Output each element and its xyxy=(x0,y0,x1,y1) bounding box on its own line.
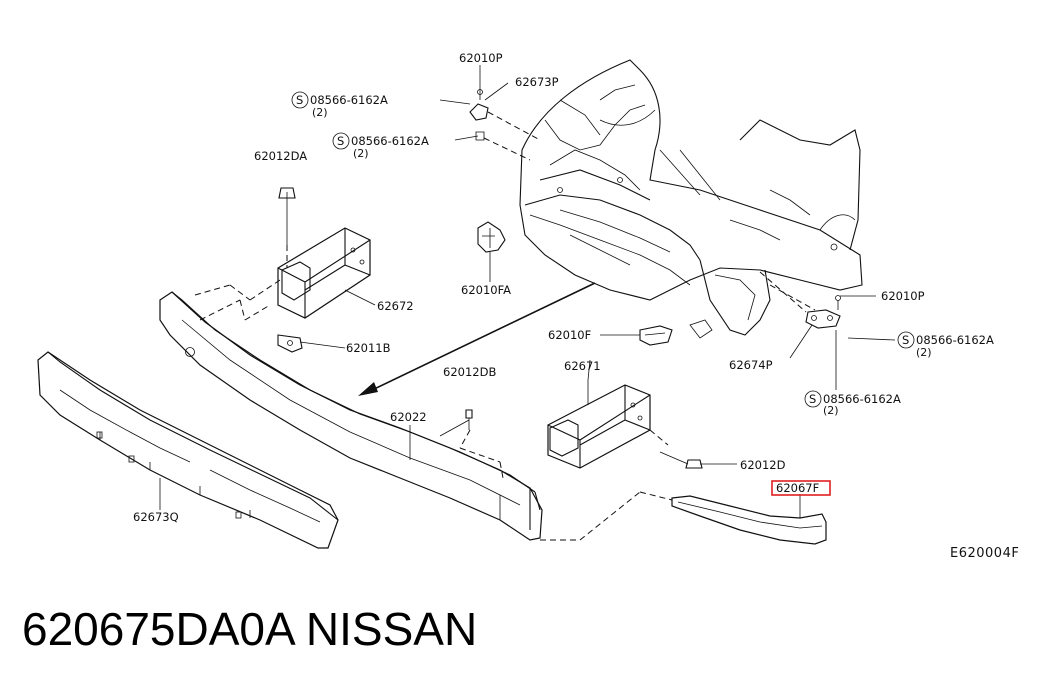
label-62012da: 62012DA xyxy=(254,149,307,163)
label-s-4: S xyxy=(809,392,816,406)
label-62010fa: 62010FA xyxy=(461,283,511,297)
label-62012d: 62012D xyxy=(740,458,786,472)
highlight-box xyxy=(771,480,831,496)
spoiler-62067f xyxy=(540,491,827,545)
label-08566-3: 08566-6162A xyxy=(916,333,994,347)
s-circle-icon xyxy=(291,91,309,109)
stay-62672 xyxy=(277,187,371,353)
energy-absorber-62673q xyxy=(37,351,339,549)
bumper-reinforcement-62022 xyxy=(159,279,543,541)
qty-2: (2) xyxy=(353,147,369,160)
diagram-code: E620004F xyxy=(950,546,1019,561)
label-s-2: S xyxy=(337,134,344,148)
bracket-62673p xyxy=(439,65,541,161)
label-62672: 62672 xyxy=(377,299,414,313)
stay-62671 xyxy=(547,380,703,469)
label-62671: 62671 xyxy=(564,359,601,373)
part-number-title: 620675DA0A NISSAN xyxy=(22,603,477,655)
bracket-62010fa xyxy=(477,221,506,282)
label-08566-4: 08566-6162A xyxy=(823,392,901,406)
label-s-1: S xyxy=(296,93,303,107)
label-08566-2: 08566-6162A xyxy=(351,134,429,148)
callout-labels: 62010P 62673P S 08566-6162A (2) S 08566-… xyxy=(133,51,994,524)
label-62010f: 62010F xyxy=(548,328,591,342)
label-62022: 62022 xyxy=(390,410,427,424)
label-s-3: S xyxy=(902,333,909,347)
qty-1: (2) xyxy=(312,106,328,119)
s-circle-icon xyxy=(804,390,822,408)
vehicle-front-structure xyxy=(519,59,863,339)
label-08566-1: 08566-6162A xyxy=(310,93,388,107)
label-62673p: 62673P xyxy=(515,75,559,89)
leader-lines xyxy=(159,82,876,518)
s-circle-icon xyxy=(897,331,915,349)
label-62012db: 62012DB xyxy=(443,365,496,379)
label-62011b: 62011B xyxy=(346,341,391,355)
assembly-direction-arrow xyxy=(358,282,596,396)
label-62673q: 62673Q xyxy=(133,510,179,524)
qty-4: (2) xyxy=(823,404,839,417)
label-62067f: 62067F xyxy=(776,481,819,495)
label-62010p-right: 62010P xyxy=(881,289,925,303)
label-62674p: 62674P xyxy=(729,358,773,372)
label-62010p-top: 62010P xyxy=(459,51,503,65)
qty-3: (2) xyxy=(916,346,932,359)
bracket-62674p xyxy=(759,271,896,390)
s-circle-icon xyxy=(332,132,350,150)
clip-62010f xyxy=(600,325,673,346)
